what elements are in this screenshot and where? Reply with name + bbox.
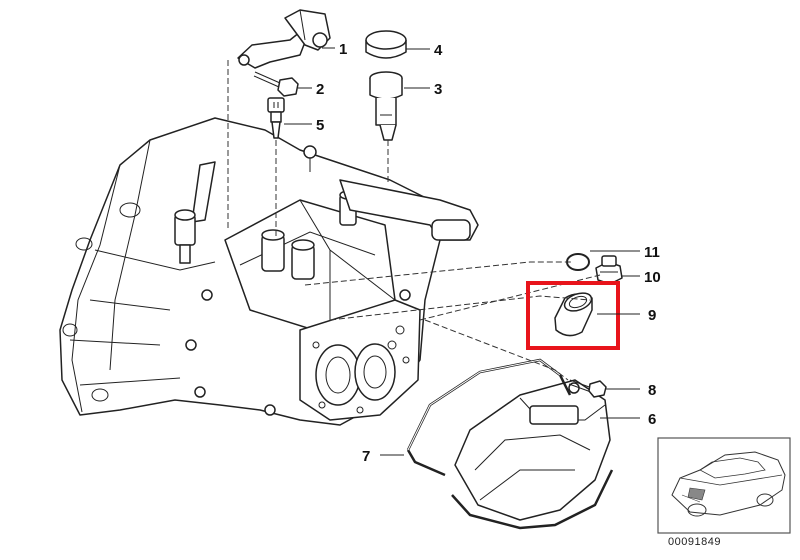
part-6-cover: [454, 379, 611, 521]
part-8-bolt: [568, 379, 607, 398]
transmission-housing: [59, 117, 479, 426]
part-3-bushing: [369, 71, 403, 141]
part-5-sensor: [267, 97, 285, 139]
callout-3: 3: [434, 81, 442, 98]
car-illustration: [671, 451, 786, 517]
callout-2: 2: [316, 81, 324, 98]
callout-1: 1: [339, 41, 347, 58]
reference-number: 00091849: [668, 536, 721, 548]
highlight-box: [526, 281, 620, 350]
callout-9: 9: [648, 307, 656, 324]
part-2-bolt: [253, 71, 299, 97]
callout-4: 4: [434, 42, 443, 59]
part-9-seal-ring: [554, 292, 593, 337]
vehicle-thumbnail: [657, 437, 791, 534]
part-10-plug: [595, 255, 623, 285]
callout-8: 8: [648, 382, 656, 399]
leader-lines: [284, 47, 640, 456]
callout-6: 6: [648, 411, 656, 428]
callout-5: 5: [316, 117, 324, 134]
part-4-cap: [365, 30, 407, 59]
callout-10: 10: [644, 269, 661, 286]
callout-numbers: 1 2 3 4 5 6 7 8 9 10 11: [316, 41, 661, 465]
part-1-shift-bracket: [237, 9, 331, 69]
part-7-gasket: [406, 358, 614, 530]
callout-7: 7: [362, 448, 370, 465]
callout-11: 11: [644, 244, 660, 261]
